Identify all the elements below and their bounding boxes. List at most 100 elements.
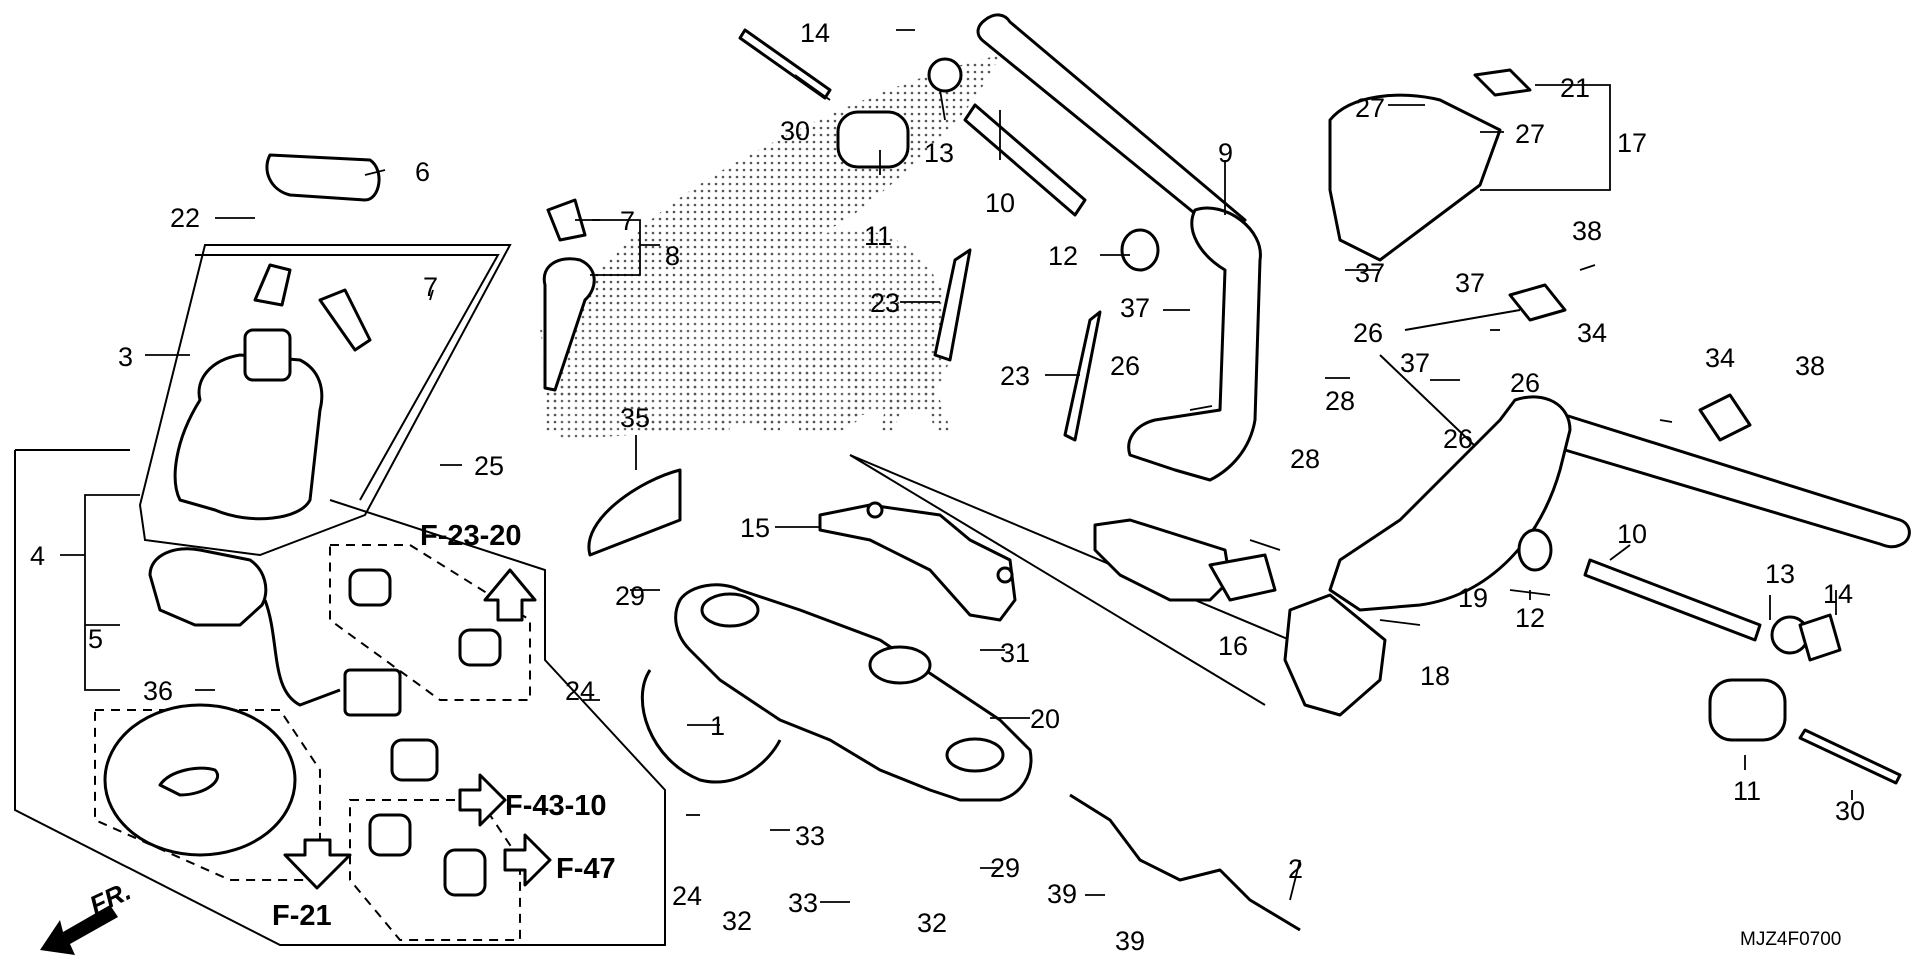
callout-12a: 12 bbox=[1048, 241, 1078, 271]
grommets bbox=[348, 568, 502, 897]
callout-26a: 26 bbox=[1353, 318, 1383, 348]
bar-ends-left bbox=[738, 28, 1087, 217]
ignition-switch bbox=[173, 263, 372, 521]
key-set-inner-line bbox=[195, 254, 500, 501]
callout-38a: 38 bbox=[1572, 216, 1602, 246]
callout-10b: 10 bbox=[1617, 519, 1647, 549]
cap-group-outline bbox=[94, 709, 321, 881]
bracket-line-c bbox=[1404, 309, 1521, 331]
callout-30a: 30 bbox=[780, 116, 810, 146]
front-label: FR. bbox=[85, 876, 136, 921]
callout-30b: 30 bbox=[1835, 796, 1865, 826]
callout-23a: 23 bbox=[870, 288, 900, 318]
honda-logo-text: HONDA bbox=[535, 333, 958, 456]
seat-lock bbox=[148, 547, 402, 717]
callout-22: 22 bbox=[170, 203, 200, 233]
callout-1: 1 bbox=[710, 711, 725, 741]
callout-39b: 39 bbox=[1115, 926, 1145, 956]
callout-27a: 27 bbox=[1355, 93, 1385, 123]
callout-24b: 24 bbox=[672, 881, 702, 911]
reference-labels: F-23-20 F-43-10 F-47 F-21 bbox=[272, 520, 616, 932]
callout-29b: 29 bbox=[990, 853, 1020, 883]
callout-16: 16 bbox=[1218, 631, 1248, 661]
callout-13b: 13 bbox=[1765, 559, 1795, 589]
callout-33b: 33 bbox=[788, 888, 818, 918]
callout-10a: 10 bbox=[985, 188, 1015, 218]
callout-34a: 34 bbox=[1577, 318, 1607, 348]
callout-27b: 27 bbox=[1515, 119, 1545, 149]
callout-labels: 30 14 13 11 10 9 12 6 22 7 8 7 3 25 4 5 … bbox=[30, 18, 1865, 956]
callout-37c: 37 bbox=[1455, 268, 1485, 298]
reference-arrows bbox=[283, 568, 552, 890]
callout-28a: 28 bbox=[1325, 386, 1355, 416]
callout-7a: 7 bbox=[620, 206, 635, 236]
callout-38b: 38 bbox=[1795, 351, 1825, 381]
steering-stem bbox=[674, 583, 1033, 802]
callout-15: 15 bbox=[740, 513, 770, 543]
drawing-code: MJZ4F0700 bbox=[1740, 929, 1841, 950]
callout-4: 4 bbox=[30, 541, 45, 571]
callout-11b: 11 bbox=[1733, 776, 1761, 806]
ref-f-43-10: F-43-10 bbox=[505, 790, 607, 822]
callout-19: 19 bbox=[1458, 583, 1488, 613]
callout-31: 31 bbox=[1000, 638, 1030, 668]
callout-11a: 11 bbox=[864, 221, 892, 251]
callout-13a: 13 bbox=[924, 138, 954, 168]
handlebar-left bbox=[976, 13, 1277, 602]
callout-32b: 32 bbox=[917, 908, 947, 938]
arrow-right-icon bbox=[458, 773, 507, 827]
top-bridge bbox=[818, 501, 1017, 622]
callout-12b: 12 bbox=[1515, 603, 1545, 633]
callout-39a: 39 bbox=[1047, 879, 1077, 909]
key-set bbox=[542, 198, 596, 392]
callout-24a: 24 bbox=[565, 676, 595, 706]
callout-37d: 37 bbox=[1400, 348, 1430, 378]
ref-f-21: F-21 bbox=[272, 900, 332, 932]
callout-6: 6 bbox=[415, 157, 430, 187]
grommet-group-outline-a bbox=[329, 544, 531, 701]
callout-26b: 26 bbox=[1110, 351, 1140, 381]
callout-33a: 33 bbox=[795, 821, 825, 851]
callout-9: 9 bbox=[1218, 138, 1233, 168]
arrow-right-icon-2 bbox=[503, 833, 552, 887]
handlebar-right bbox=[1283, 395, 1911, 717]
callout-3: 3 bbox=[118, 342, 133, 372]
callout-32a: 32 bbox=[722, 906, 752, 936]
callout-36: 36 bbox=[143, 676, 173, 706]
ref-f-47: F-47 bbox=[556, 853, 616, 885]
callout-34b: 34 bbox=[1705, 343, 1735, 373]
arrow-down-icon bbox=[283, 838, 352, 890]
callout-5: 5 bbox=[88, 624, 103, 654]
callout-37a: 37 bbox=[1120, 293, 1150, 323]
frame-outline bbox=[14, 450, 666, 946]
front-direction: FR. bbox=[40, 876, 136, 955]
callout-18: 18 bbox=[1420, 661, 1450, 691]
front-arrow-icon bbox=[40, 905, 118, 955]
callout-28b: 28 bbox=[1290, 444, 1320, 474]
callout-2: 2 bbox=[1288, 854, 1303, 884]
callout-25: 25 bbox=[474, 451, 504, 481]
leader-lines bbox=[60, 29, 1853, 903]
callout-20: 20 bbox=[1030, 704, 1060, 734]
callout-14b: 14 bbox=[1823, 579, 1853, 609]
callout-23b: 23 bbox=[1000, 361, 1030, 391]
bracket-line-b bbox=[849, 454, 1291, 641]
callout-35: 35 bbox=[620, 403, 650, 433]
callout-8: 8 bbox=[665, 241, 680, 271]
callout-26d: 26 bbox=[1443, 424, 1473, 454]
key-set-outline bbox=[138, 244, 512, 557]
honda-wing-watermark: HONDA bbox=[535, 55, 1000, 456]
callout-17: 17 bbox=[1617, 128, 1647, 158]
small-parts bbox=[265, 68, 1842, 932]
callout-14a: 14 bbox=[800, 18, 830, 48]
callout-21: 21 bbox=[1560, 73, 1590, 103]
bracket-line-a bbox=[849, 454, 1266, 706]
ref-f-23-20: F-23-20 bbox=[420, 520, 522, 552]
callout-26c: 26 bbox=[1510, 368, 1540, 398]
fuel-cap bbox=[103, 703, 297, 857]
group-outlines bbox=[14, 244, 1521, 946]
callout-37b: 37 bbox=[1355, 258, 1385, 288]
callout-7b: 7 bbox=[423, 272, 438, 302]
